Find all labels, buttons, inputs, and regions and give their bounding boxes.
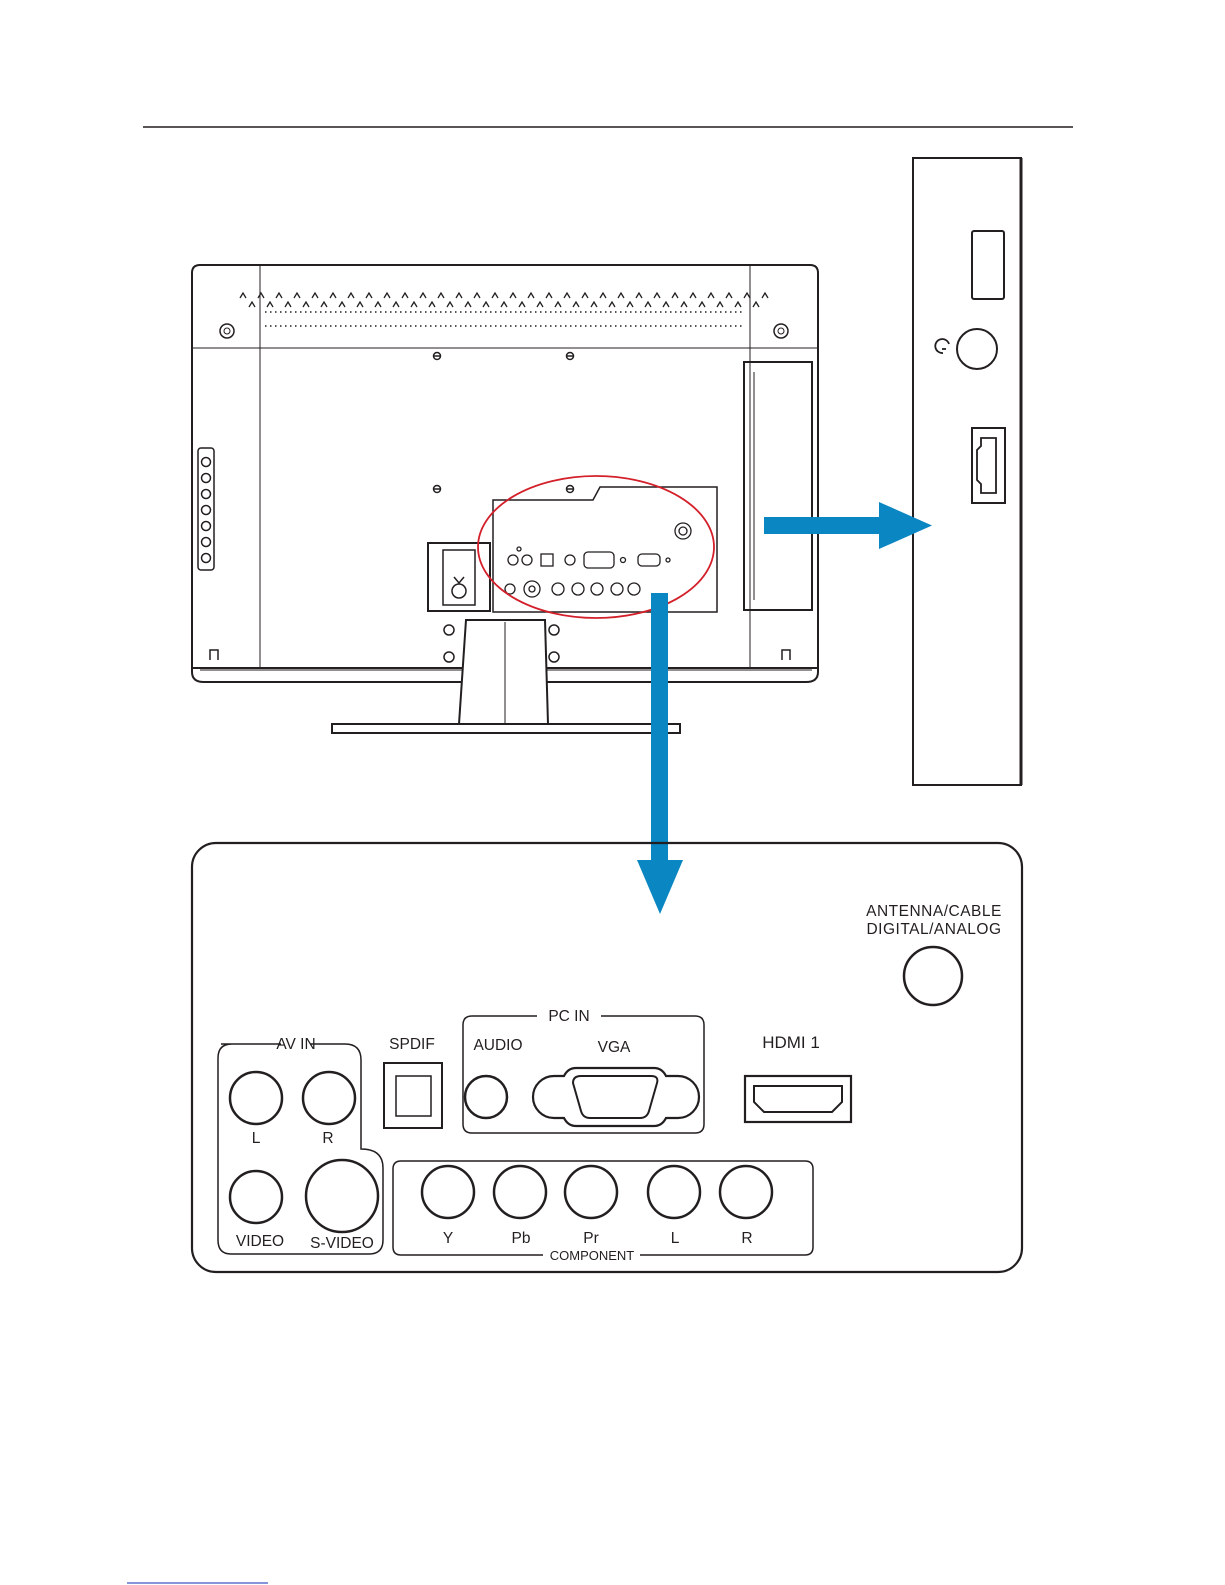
hdmi1-port xyxy=(745,1076,851,1122)
av-r-label: R xyxy=(322,1130,333,1147)
spdif-label: SPDIF xyxy=(389,1036,435,1053)
antenna-label-line2: DIGITAL/ANALOG xyxy=(866,921,1001,938)
svideo-jack xyxy=(306,1160,378,1232)
vga-label: VGA xyxy=(598,1039,631,1056)
component-label: COMPONENT xyxy=(550,1248,635,1263)
svideo-label: S-VIDEO xyxy=(310,1235,374,1252)
hdmi1-label: HDMI 1 xyxy=(762,1033,820,1052)
av-l-jack xyxy=(230,1072,282,1124)
spdif-port xyxy=(384,1063,442,1128)
pc-audio-jack xyxy=(465,1076,507,1118)
comp-y-jack xyxy=(422,1166,474,1218)
av-l-label: L xyxy=(252,1130,261,1147)
comp-r-jack xyxy=(720,1166,772,1218)
comp-pr-jack xyxy=(565,1166,617,1218)
comp-pb-label: Pb xyxy=(512,1230,531,1247)
video-jack xyxy=(230,1171,282,1223)
antenna-label-line1: ANTENNA/CABLE xyxy=(866,903,1002,920)
comp-l-label: L xyxy=(671,1230,680,1247)
antenna-port xyxy=(904,947,962,1005)
comp-pb-jack xyxy=(494,1166,546,1218)
video-label: VIDEO xyxy=(236,1233,284,1250)
comp-l-jack xyxy=(648,1166,700,1218)
comp-y-label: Y xyxy=(443,1230,453,1247)
comp-r-label: R xyxy=(741,1230,752,1247)
comp-pr-label: Pr xyxy=(583,1230,599,1247)
side-panel xyxy=(913,158,1021,785)
tv-rear-view xyxy=(192,265,818,733)
audio-label: AUDIO xyxy=(473,1037,522,1054)
av-in-label: AV IN xyxy=(276,1036,315,1053)
av-r-jack xyxy=(303,1072,355,1124)
pc-in-label: PC IN xyxy=(548,1008,589,1025)
